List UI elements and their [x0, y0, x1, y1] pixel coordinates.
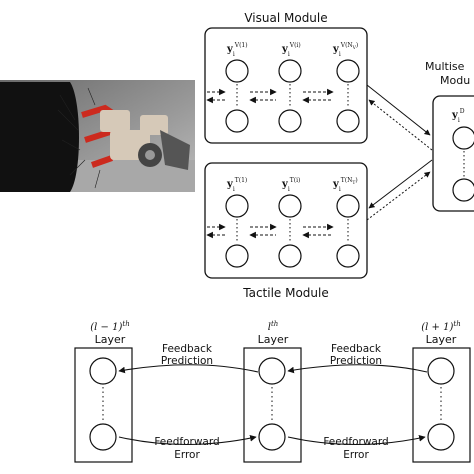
- error-label-1: Error: [174, 449, 200, 461]
- layer-left-title: (l − 1)th: [90, 320, 129, 333]
- prediction-label-2: Prediction: [330, 355, 382, 367]
- layer-hierarchy: (l − 1)th Layer lth Layer (l + 1)th Laye…: [75, 320, 470, 462]
- feedback-label-1: Feedback: [162, 343, 213, 355]
- multisensory-node-label: yiD: [451, 108, 465, 124]
- tactile-module-title: Tactile Module: [242, 286, 329, 300]
- tactile-node-n-top: [337, 195, 359, 217]
- layer-middle-node-bottom: [259, 424, 285, 450]
- tactile-node-i-label: yiT(i): [281, 177, 300, 193]
- prediction-label-1: Prediction: [161, 355, 213, 367]
- layer-right-node-bottom: [428, 424, 454, 450]
- multisensory-node-bottom: [453, 179, 474, 201]
- feedback-label-2: Feedback: [331, 343, 382, 355]
- visual-node-i-label: yiV(i): [281, 42, 301, 58]
- visual-module-title: Visual Module: [244, 11, 327, 25]
- layer-right-word: Layer: [426, 333, 457, 346]
- tactile-node-n-bottom: [337, 245, 359, 267]
- layer-middle-word: Layer: [258, 333, 289, 346]
- layer-left-node-top: [90, 358, 116, 384]
- error-label-2: Error: [343, 449, 369, 461]
- visual-node-i-top: [279, 60, 301, 82]
- layer-left-node-bottom: [90, 424, 116, 450]
- visual-node-n-label: yiV(NV): [332, 42, 358, 58]
- tactile-node-n-label: yiT(NT): [332, 177, 358, 193]
- tactile-node-i-top: [279, 195, 301, 217]
- layer-middle-node-top: [259, 358, 285, 384]
- tactile-node-1-label: yiT(1): [226, 177, 247, 193]
- visual-node-n-bottom: [337, 110, 359, 132]
- feedforward-label-1: Feedforward: [154, 436, 219, 448]
- multisensory-node-top: [453, 127, 474, 149]
- multisensory-title-line1: Multise: [425, 60, 465, 73]
- tactile-node-1-top: [226, 195, 248, 217]
- layer-middle-title: lth: [268, 320, 279, 333]
- module-connections: [367, 85, 432, 220]
- multisensory-title-line2: Modu: [440, 74, 470, 87]
- multisensory-module: Multise Modu yiD: [425, 60, 474, 211]
- layer-right-title: (l + 1)th: [421, 320, 460, 333]
- visual-node-i-bottom: [279, 110, 301, 132]
- visual-node-1-top: [226, 60, 248, 82]
- visual-node-1-label: yiV(1): [226, 42, 248, 58]
- tactile-node-i-bottom: [279, 245, 301, 267]
- robot-hand-photo: [0, 80, 195, 192]
- layer-left-word: Layer: [95, 333, 126, 346]
- visual-node-1-bottom: [226, 110, 248, 132]
- layer-right-node-top: [428, 358, 454, 384]
- feedforward-label-2: Feedforward: [323, 436, 388, 448]
- visual-module: Visual Module yiV(1) yiV(i) yiV(NV): [205, 11, 367, 143]
- tactile-node-1-bottom: [226, 245, 248, 267]
- visual-node-n-top: [337, 60, 359, 82]
- tactile-module: Tactile Module yiT(1) yiT(i) yiT(NT): [205, 163, 367, 300]
